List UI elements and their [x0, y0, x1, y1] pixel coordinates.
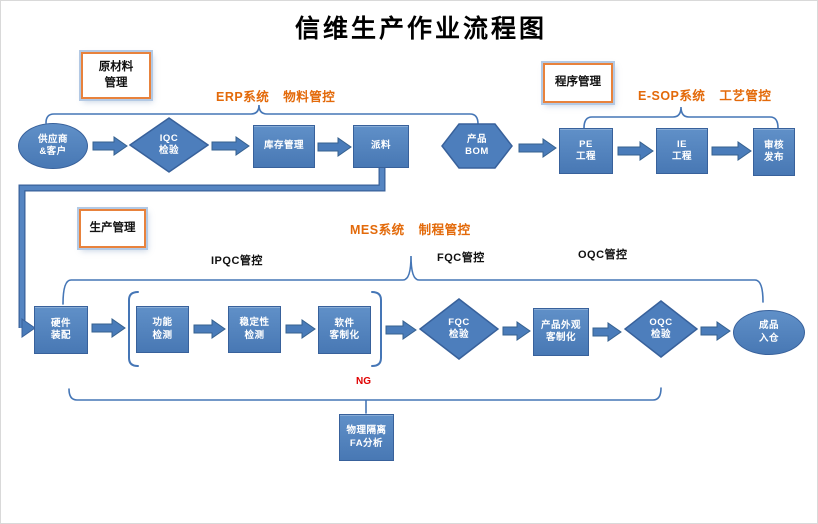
arrow-bom-pe	[518, 138, 557, 158]
node-stability-test: 稳定性 检测	[228, 306, 281, 353]
ng-return-line	[68, 387, 662, 414]
arrow-appearance-oqc	[592, 322, 622, 342]
arrow-assembly-functest	[91, 318, 126, 338]
node-supplier-customer: 供应商 &客户	[18, 123, 88, 169]
diamond-shape	[129, 117, 209, 173]
mes-brace	[62, 255, 764, 305]
node-product-bom: 产品 BOM	[441, 123, 513, 169]
node-function-test: 功能 检测	[136, 306, 189, 353]
feedback-line-outline	[18, 168, 386, 328]
node-material-dispatch: 派料	[353, 125, 409, 168]
node-line: 产品	[466, 133, 487, 145]
node-line: 客制化	[545, 332, 576, 343]
node-software-customization: 软件 客制化	[318, 306, 371, 354]
section-system: MES系统	[350, 223, 405, 237]
group-bracket-left	[128, 291, 139, 367]
node-line: 检测	[152, 329, 173, 341]
node-ie-engineering: IE 工程	[656, 128, 708, 174]
node-line: 装配	[50, 330, 71, 341]
node-line: 检验	[650, 329, 671, 340]
diamond-shape	[419, 298, 499, 360]
tag-raw-material-management: 原材料 管理	[81, 52, 151, 99]
arrow-fqc-appearance	[502, 321, 531, 341]
arrow-ie-audit	[711, 141, 752, 161]
hexagon-shape	[441, 123, 513, 169]
node-line: 稳定性	[239, 317, 270, 329]
node-iqc-inspection: IQC 检验	[129, 117, 209, 173]
tag-line: 原材料	[98, 60, 134, 73]
feedback-line	[19, 168, 385, 328]
arrow-pe-ie	[617, 141, 654, 161]
node-oqc-inspection: OQC 检验	[624, 300, 698, 358]
erp-brace	[45, 104, 479, 125]
node-fqc-inspection: FQC 检验	[419, 298, 499, 360]
node-line: 工程	[671, 151, 692, 162]
node-line: 成品	[758, 320, 779, 332]
node-line: 客制化	[329, 330, 360, 341]
node-line: 软件	[334, 317, 355, 329]
diamond-shape	[624, 300, 698, 358]
feedback-arrowhead	[21, 318, 36, 338]
tag-line: 生产管理	[89, 221, 136, 234]
stage-label-ipqc: IPQC管控	[211, 255, 263, 267]
arrow-oqc-warehouse	[700, 321, 731, 341]
section-system: E-SOP系统	[638, 89, 706, 103]
group-bracket-right	[371, 291, 382, 367]
node-line: BOM	[465, 146, 489, 157]
esop-brace	[583, 106, 779, 129]
node-line: OQC	[649, 316, 673, 328]
arrow-supplier-iqc	[92, 136, 128, 156]
tag-line: 程序管理	[555, 76, 601, 89]
node-line: 检验	[448, 329, 469, 340]
node-line: 入仓	[758, 332, 779, 344]
node-line: 派料	[370, 140, 391, 152]
section-label-erp: ERP系统物料管控	[216, 86, 335, 105]
node-line: 检验	[158, 145, 179, 156]
node-line: 审核	[763, 139, 784, 151]
node-line: 物理隔离	[346, 425, 387, 437]
node-audit-release: 审核 发布	[753, 128, 795, 176]
section-label-esop: E-SOP系统工艺管控	[638, 85, 771, 104]
node-line: FQC	[448, 316, 470, 328]
arrow-iqc-inventory	[211, 136, 250, 156]
node-line: 发布	[763, 152, 784, 163]
node-appearance-customization: 产品外观 客制化	[533, 308, 589, 356]
arrow-functest-stability	[193, 319, 226, 339]
arrow-software-fqc	[385, 320, 417, 340]
section-label-mes: MES系统制程管控	[350, 219, 471, 238]
node-line: 检测	[244, 329, 265, 341]
section-scope: 物料管控	[283, 90, 336, 104]
ng-label: NG	[356, 376, 371, 387]
arrow-inventory-dispatch	[317, 137, 352, 157]
node-inventory-management: 库存管理	[253, 125, 315, 168]
node-line: 功能	[152, 317, 173, 329]
node-line: 硬件	[50, 317, 71, 329]
tag-program-management: 程序管理	[543, 63, 613, 103]
stage-label-oqc: OQC管控	[578, 249, 628, 261]
node-line: 工程	[575, 151, 596, 162]
section-scope: 工艺管控	[719, 89, 772, 103]
tag-line: 管理	[104, 76, 128, 89]
node-line: PE	[579, 138, 593, 150]
page-title: 信维生产作业流程图	[294, 16, 547, 43]
node-line: 库存管理	[263, 140, 304, 152]
node-physical-isolation-fa-analysis: 物理隔离 FA分析	[339, 414, 394, 461]
node-line: IQC	[159, 132, 179, 144]
node-line: IE	[677, 138, 687, 150]
arrow-stability-software	[285, 319, 316, 339]
node-line: 产品外观	[540, 319, 581, 331]
tag-production-management: 生产管理	[79, 209, 146, 248]
node-line: &客户	[39, 146, 67, 157]
node-pe-engineering: PE 工程	[559, 128, 613, 174]
node-finished-goods-warehouse: 成品 入仓	[733, 310, 805, 355]
stage-label-fqc: FQC管控	[437, 252, 485, 264]
node-line: FA分析	[349, 437, 384, 449]
section-scope: 制程管控	[418, 223, 471, 237]
node-line: 供应商	[37, 133, 68, 145]
node-hardware-assembly: 硬件 装配	[34, 306, 88, 354]
section-system: ERP系统	[216, 90, 270, 104]
